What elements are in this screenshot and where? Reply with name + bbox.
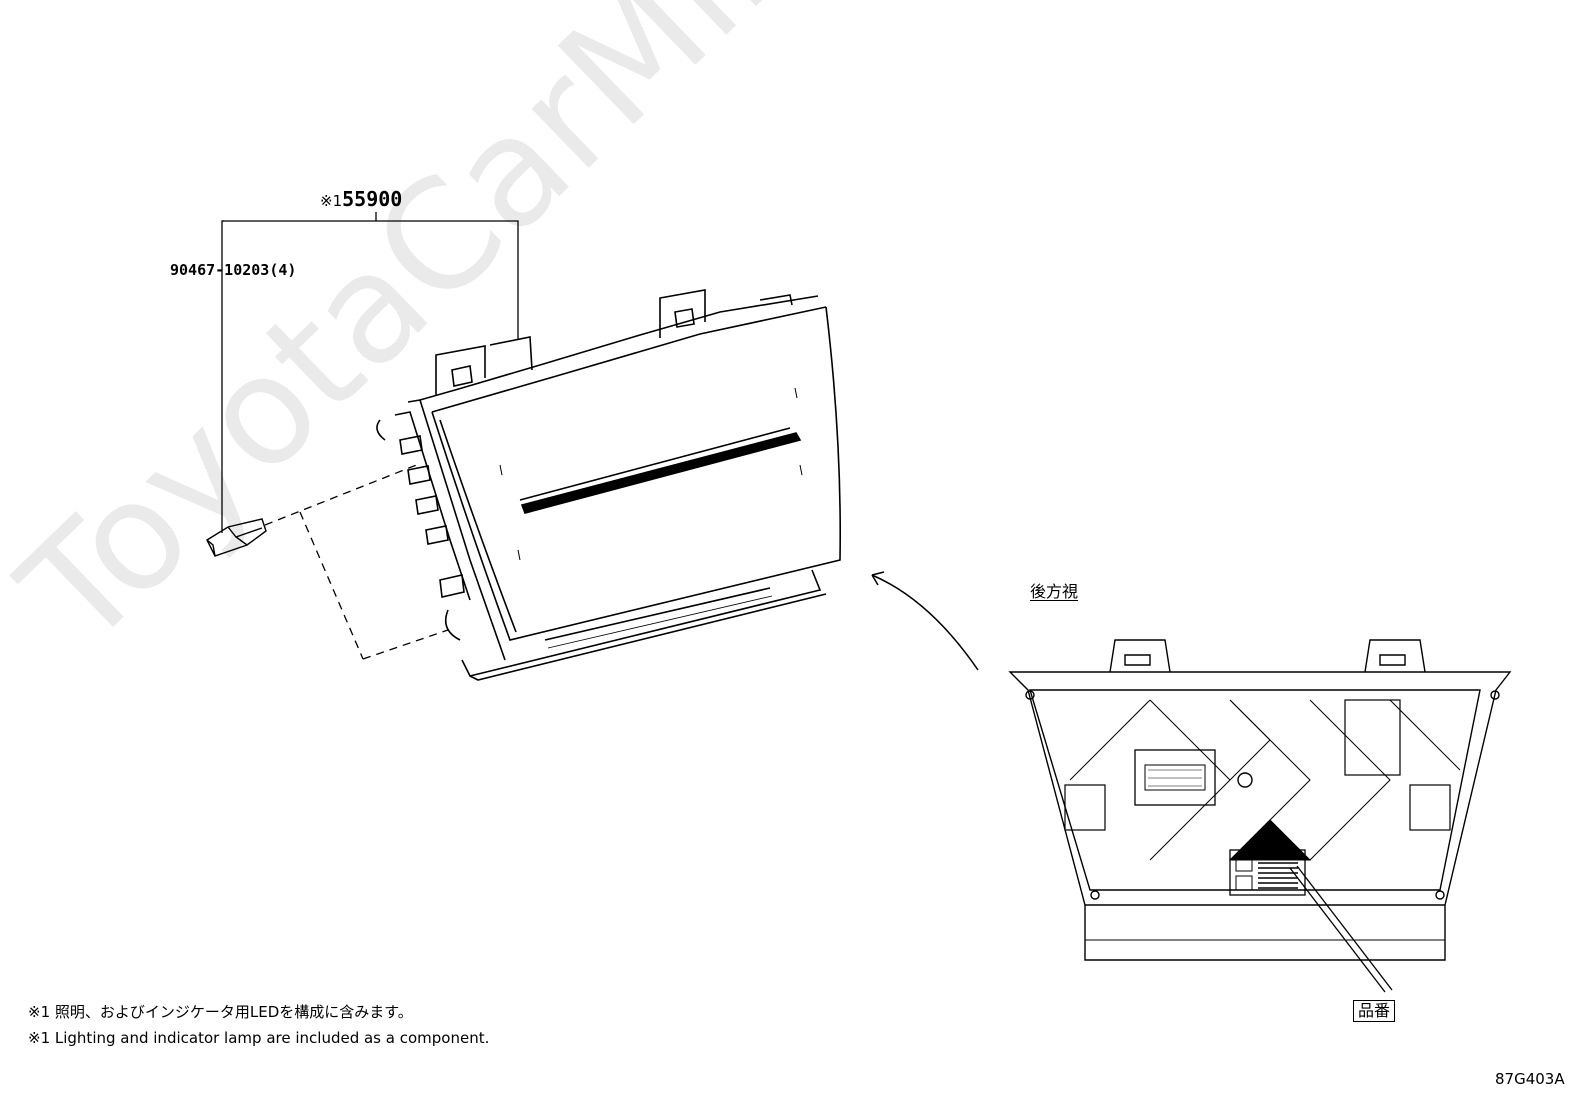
projection-lines — [264, 463, 449, 660]
rear-view-label: 後方視 — [1030, 582, 1079, 601]
rear-view-panel — [1008, 639, 1512, 961]
part-number-label: 品番 — [1353, 1000, 1396, 1022]
bulb-socket — [206, 518, 267, 557]
reference-mark: ※1 — [320, 192, 343, 210]
view-arrow — [871, 571, 979, 671]
assembly-callout: ※155900 — [320, 189, 402, 210]
note-english: ※1 Lighting and indicator lamp are inclu… — [28, 1029, 490, 1047]
leader-lines — [221, 212, 1393, 993]
main-unit — [376, 289, 842, 681]
assembly-part-number: 55900 — [342, 187, 403, 211]
figure-id: 87G403A — [1495, 1070, 1565, 1088]
bulb-part-number: 90467-10203(4) — [170, 261, 297, 279]
note-japanese: ※1 照明、およびインジケータ用LEDを構成に含みます。 — [28, 1003, 413, 1021]
